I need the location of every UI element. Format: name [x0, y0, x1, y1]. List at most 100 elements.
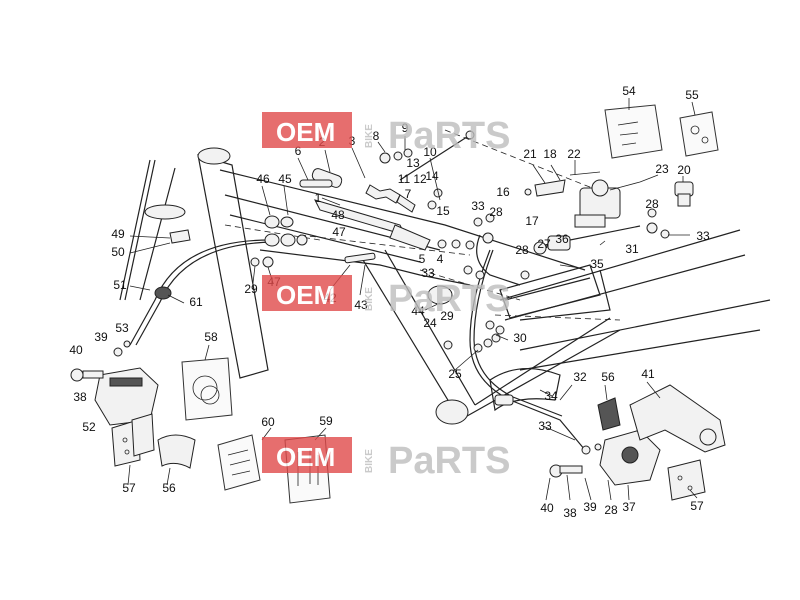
callout-c41: 41: [641, 367, 655, 381]
callout-c44: 44: [411, 304, 425, 318]
callout-c59: 59: [319, 414, 333, 428]
callout-c25: 25: [448, 367, 462, 381]
callout-c58: 58: [204, 330, 218, 344]
watermark-brand-mid: BIKE: [364, 287, 375, 311]
callout-c13: 13: [406, 156, 420, 170]
callout-c60: 60: [261, 415, 275, 429]
watermark-top: OEM BIKE PaRTS: [262, 112, 510, 157]
watermark-middle: OEM BIKE PaRTS: [262, 275, 510, 320]
kit-bag-60: [217, 434, 261, 491]
callout-c55: 55: [685, 88, 699, 102]
frame-drawing: [119, 129, 771, 425]
callout-c15: 15: [436, 204, 450, 218]
callout-c18: 18: [543, 147, 557, 161]
parts: [70, 104, 726, 504]
callout-c40b: 40: [540, 501, 554, 515]
callout-c29a: 29: [244, 282, 258, 296]
callout-c33d: 33: [538, 419, 552, 433]
callout-c33a: 33: [471, 199, 485, 213]
brake-pedal-part: [311, 130, 475, 251]
callout-c39a: 39: [94, 330, 108, 344]
callout-c54: 54: [622, 84, 636, 98]
callout-c8: 8: [373, 129, 380, 143]
callout-c28b: 28: [645, 197, 659, 211]
bolts-group-upper: [379, 148, 443, 213]
callout-c28c: 28: [515, 243, 529, 257]
watermark-brand-mid: BIKE: [364, 124, 375, 148]
callout-c5: 5: [419, 252, 426, 266]
callout-c9: 9: [402, 121, 409, 135]
callout-c23: 23: [655, 162, 669, 176]
callout-c38a: 38: [73, 390, 87, 404]
callout-c43: 43: [354, 298, 368, 312]
callout-c34: 34: [544, 389, 558, 403]
callout-c57b: 57: [690, 499, 704, 513]
callout-c33c: 33: [421, 266, 435, 280]
kit-bag-58: [181, 357, 233, 421]
washers-45-46: [264, 215, 308, 247]
callout-c22: 22: [567, 147, 581, 161]
callout-c56a: 56: [601, 370, 615, 384]
knob-20: [674, 181, 694, 207]
watermark-brand-a: OEM: [276, 442, 335, 472]
callout-c32: 32: [573, 370, 587, 384]
kit-bag-54: [604, 104, 663, 159]
watermark-bottom: OEM BIKE PaRTS: [262, 437, 510, 482]
callout-c28d: 28: [604, 503, 618, 517]
callout-c53: 53: [115, 321, 129, 335]
callout-c50: 50: [111, 245, 125, 259]
callout-c27: 27: [537, 237, 551, 251]
callout-c4: 4: [437, 252, 444, 266]
callout-c6: 6: [295, 144, 302, 158]
pad-right-56: [597, 397, 621, 431]
callout-c38b: 38: [563, 506, 577, 520]
callout-c16: 16: [496, 185, 510, 199]
callout-c12: 12: [413, 172, 427, 186]
watermark-brand-b: PaRTS: [388, 115, 510, 157]
callout-c14: 14: [425, 169, 439, 183]
callout-c28a: 28: [489, 205, 503, 219]
callout-c40a: 40: [69, 343, 83, 357]
callout-c20: 20: [677, 163, 691, 177]
pads-left-57: [111, 413, 155, 467]
leader-lines: [127, 98, 698, 501]
callout-c61: 61: [189, 295, 203, 309]
fittings-center: [437, 213, 530, 280]
callout-c3: 3: [349, 134, 356, 148]
clip-44: [427, 285, 453, 305]
watermark-brand-b: PaRTS: [388, 440, 510, 482]
watermark-brand-a: OEM: [276, 117, 335, 147]
callout-c39b: 39: [583, 500, 597, 514]
rod-42: [344, 252, 376, 264]
callout-c17: 17: [525, 214, 539, 228]
bolt-6: [299, 179, 333, 188]
callout-c1: 1: [315, 191, 322, 205]
callout-c33b: 33: [696, 229, 710, 243]
callout-c56b: 56: [162, 481, 176, 495]
callout-c21: 21: [523, 147, 537, 161]
callout-c57a: 57: [122, 481, 136, 495]
pads-right-57: [667, 459, 706, 501]
callout-c30: 30: [513, 331, 527, 345]
callout-c36: 36: [555, 232, 569, 246]
callout-c51: 51: [113, 278, 127, 292]
callout-c46: 46: [256, 172, 270, 186]
pad-left-56: [157, 434, 196, 469]
watermark-brand-b: PaRTS: [388, 278, 510, 320]
master-cylinder: [524, 171, 641, 228]
watermark-brand-a: OEM: [276, 280, 335, 310]
callout-labels: 5455891062321182223204645113111271415161…: [69, 84, 710, 520]
callout-c11: 11: [398, 172, 411, 186]
fittings-lower: [443, 320, 505, 353]
callout-c31: 31: [625, 242, 639, 256]
callout-c37: 37: [622, 500, 636, 514]
caliper-left-52: [70, 340, 159, 426]
kit-bag-55: [679, 111, 719, 157]
callout-c48: 48: [331, 208, 345, 222]
callout-c7: 7: [405, 187, 412, 201]
callout-c49: 49: [111, 227, 125, 241]
grommet-61: [154, 286, 172, 300]
callout-c52: 52: [82, 420, 96, 434]
callout-c35: 35: [590, 257, 604, 271]
